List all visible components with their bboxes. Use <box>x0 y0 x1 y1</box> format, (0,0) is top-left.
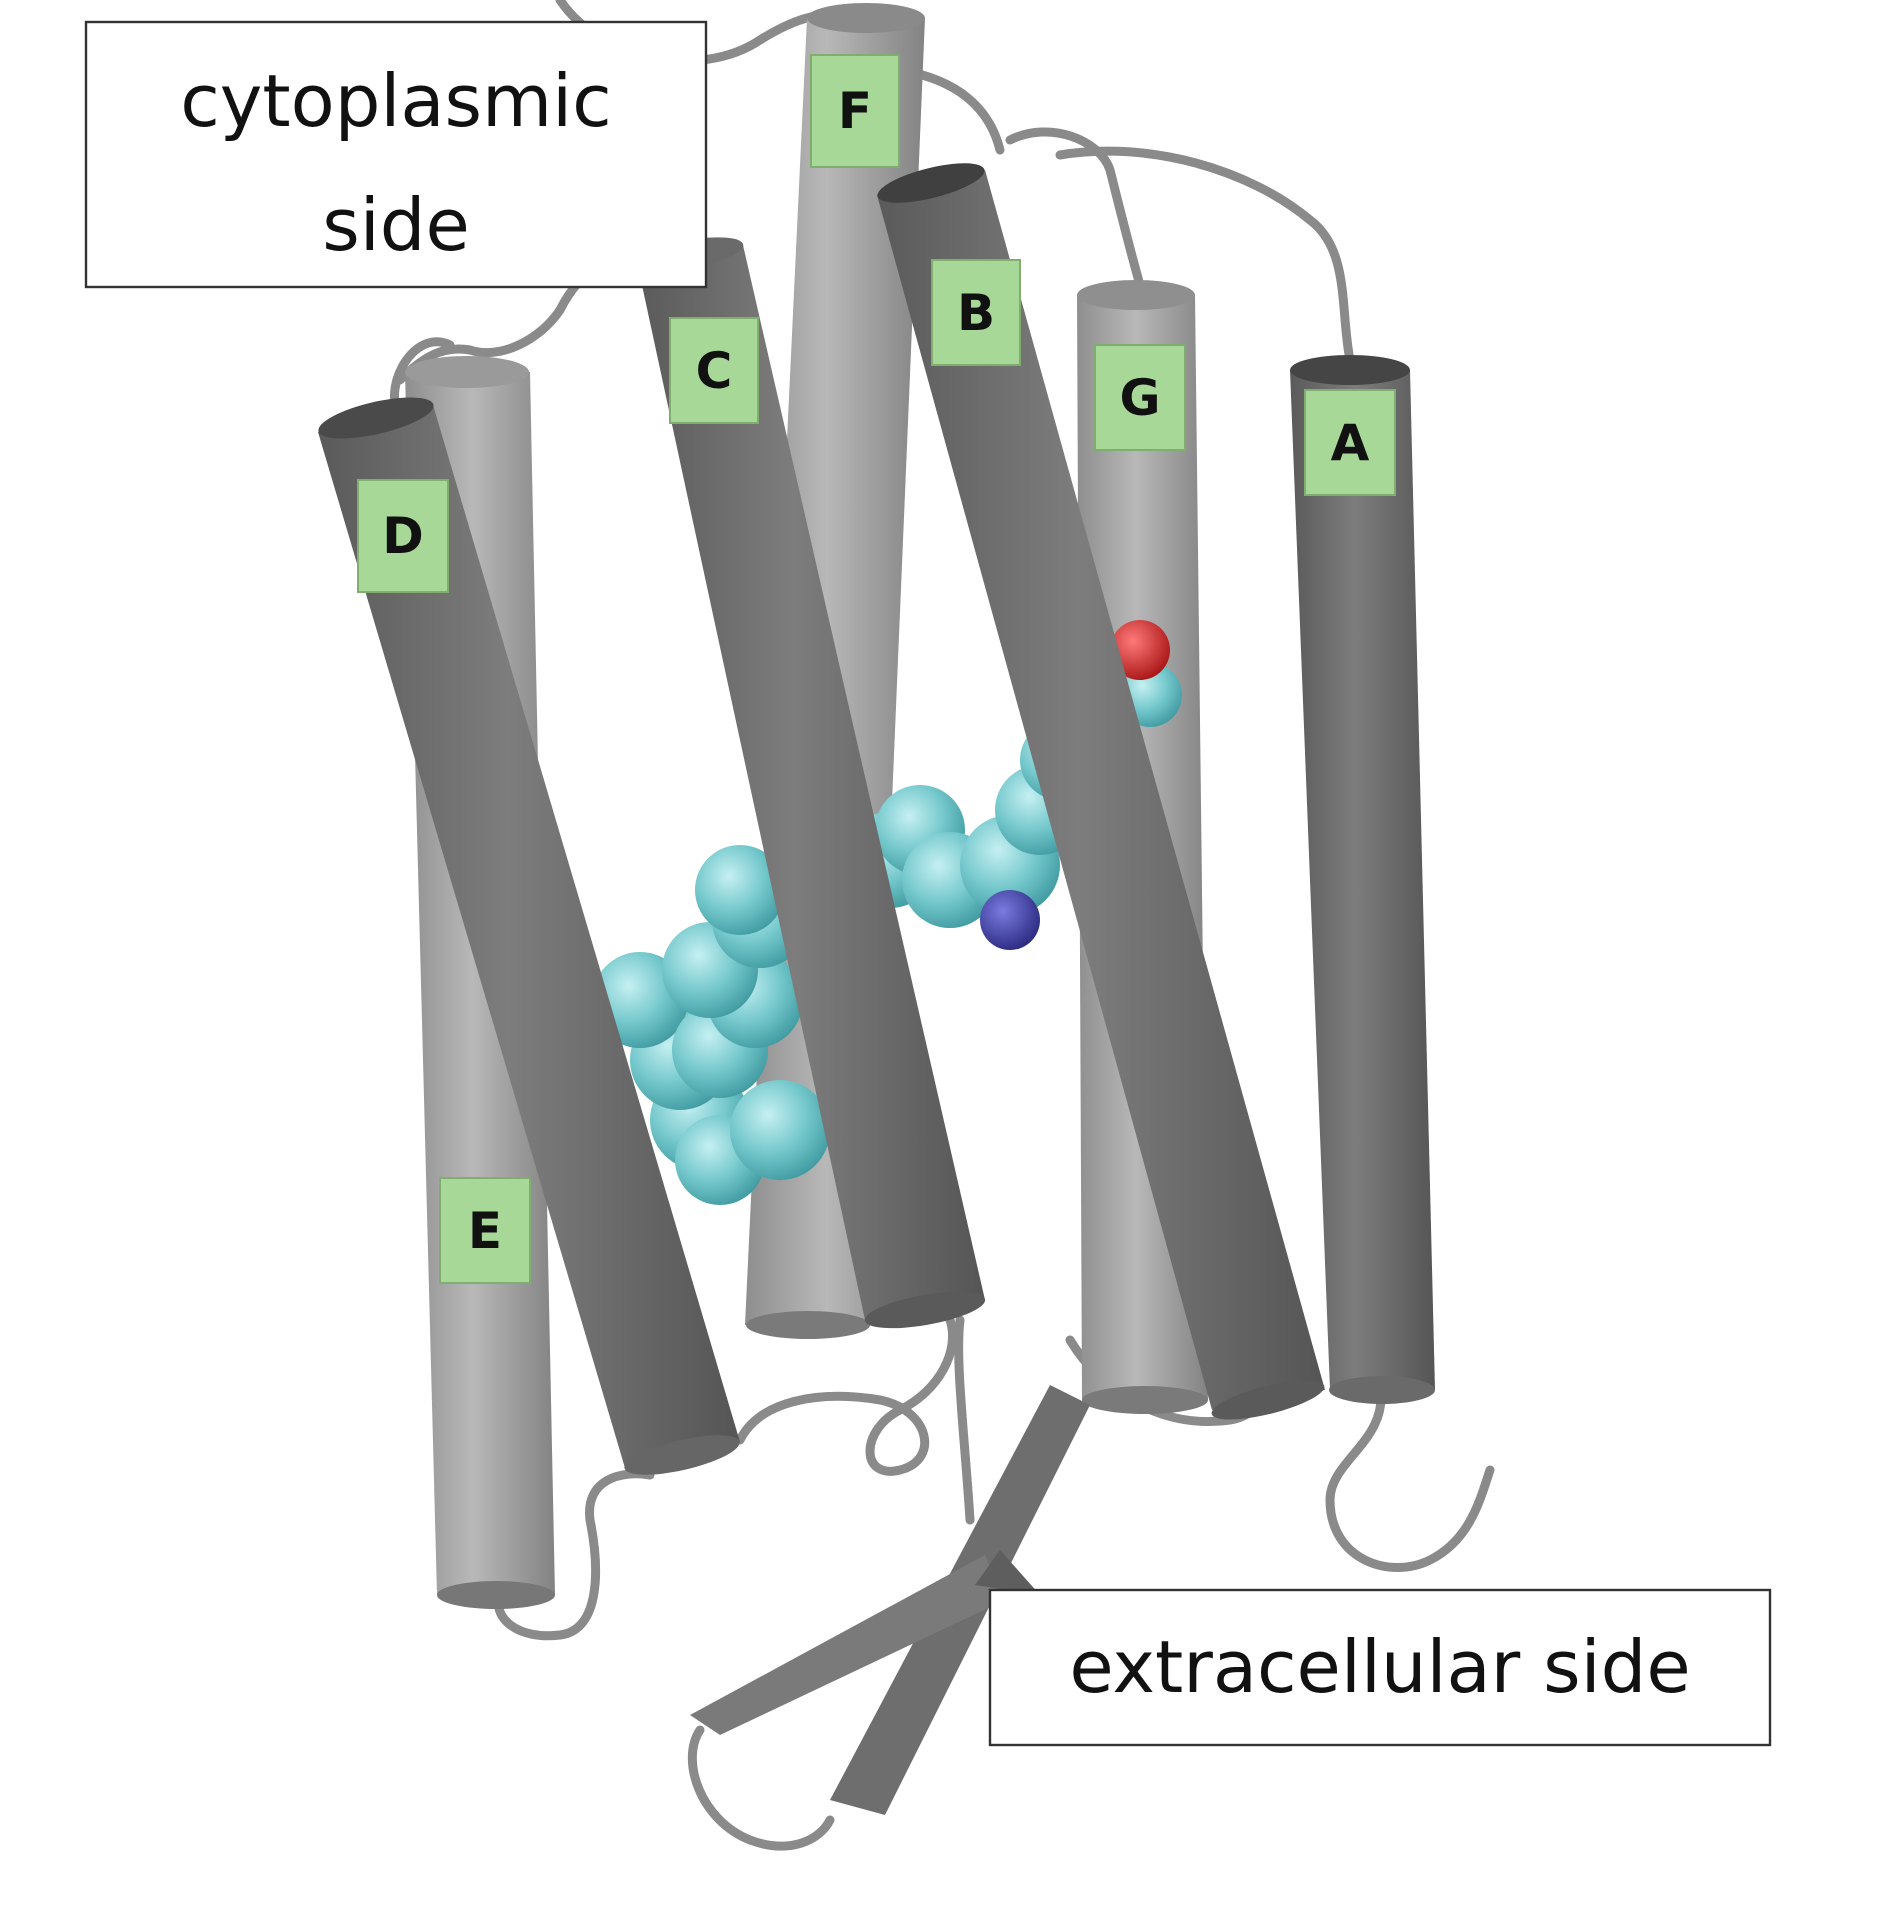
helix-d-body <box>318 405 740 1468</box>
beta-strand-2 <box>690 1555 1005 1735</box>
helix-b-top-cap <box>877 163 985 203</box>
extracellular-side-label: extracellular side <box>988 1588 1772 1747</box>
helix-label-b: B <box>931 259 1021 366</box>
helix-b <box>877 163 1325 1420</box>
helix-d-top-cap <box>318 397 434 439</box>
cytoplasmic-side-box <box>84 20 708 289</box>
cytoplasmic-side-line2: side <box>322 183 470 267</box>
helix-g-top-cap <box>1077 280 1195 310</box>
loop-e-bottom <box>493 1469 655 1641</box>
helix-label-c: C <box>669 317 759 424</box>
helix-label-a-text: A <box>1331 414 1370 472</box>
helix-label-e: E <box>439 1177 531 1284</box>
helix-a-top-cap <box>1290 355 1410 385</box>
helix-label-d-text: D <box>382 507 424 565</box>
loop-sheet-left <box>687 1725 835 1851</box>
loop-b-g <box>1005 127 1145 290</box>
helix-label-f: F <box>810 54 900 168</box>
helix-a-body <box>1290 370 1435 1390</box>
helix-label-a-box <box>1304 389 1396 496</box>
helix-label-f-box <box>810 54 900 168</box>
helix-g-bottom-cap <box>1082 1386 1208 1414</box>
helix-label-e-box <box>439 1177 531 1284</box>
helix-label-g-box <box>1094 344 1186 451</box>
helix-d-bottom-cap <box>624 1435 740 1475</box>
helix-c-bottom-cap <box>864 1291 986 1329</box>
helix-f-top-cap <box>807 3 925 33</box>
beta-strand-arrow <box>975 1550 1040 1595</box>
beta-sheet <box>690 1385 1090 1815</box>
helix-a-bottom-cap <box>1329 1376 1435 1404</box>
cytoplasmic-side-label: cytoplasmic side <box>84 20 708 289</box>
helix-a <box>1290 355 1435 1404</box>
helix-label-b-text: B <box>957 284 995 342</box>
loop-bottom-middle <box>735 1315 958 1476</box>
extracellular-side-box <box>988 1588 1772 1747</box>
helix-label-d: D <box>357 479 449 593</box>
helix-e-top-cap <box>405 356 529 388</box>
loop-bottom-right <box>1325 1380 1495 1572</box>
loop-b-a <box>1055 146 1355 365</box>
helix-f-bottom-cap <box>746 1311 870 1339</box>
helix-b-bottom-cap <box>1211 1380 1325 1420</box>
loop-sheet-top <box>954 1315 975 1525</box>
helix-label-d-box <box>357 479 449 593</box>
helix-label-f-text: F <box>838 82 872 140</box>
helix-label-g-text: G <box>1119 369 1160 427</box>
helix-d <box>318 397 740 1475</box>
helix-c-body <box>637 245 985 1320</box>
helix-label-c-box <box>669 317 759 424</box>
loop-d-top <box>389 337 455 410</box>
helix-label-c-text: C <box>696 342 733 400</box>
helix-label-g: G <box>1094 344 1186 451</box>
helix-label-e-text: E <box>468 1202 502 1260</box>
helix-e-bottom-cap <box>437 1581 555 1609</box>
helix-b-body <box>877 170 1325 1410</box>
helix-label-b-box <box>931 259 1021 366</box>
helix-label-a: A <box>1304 389 1396 496</box>
cytoplasmic-side-line1: cytoplasmic <box>180 59 612 143</box>
extracellular-side-text: extracellular side <box>1069 1625 1690 1709</box>
